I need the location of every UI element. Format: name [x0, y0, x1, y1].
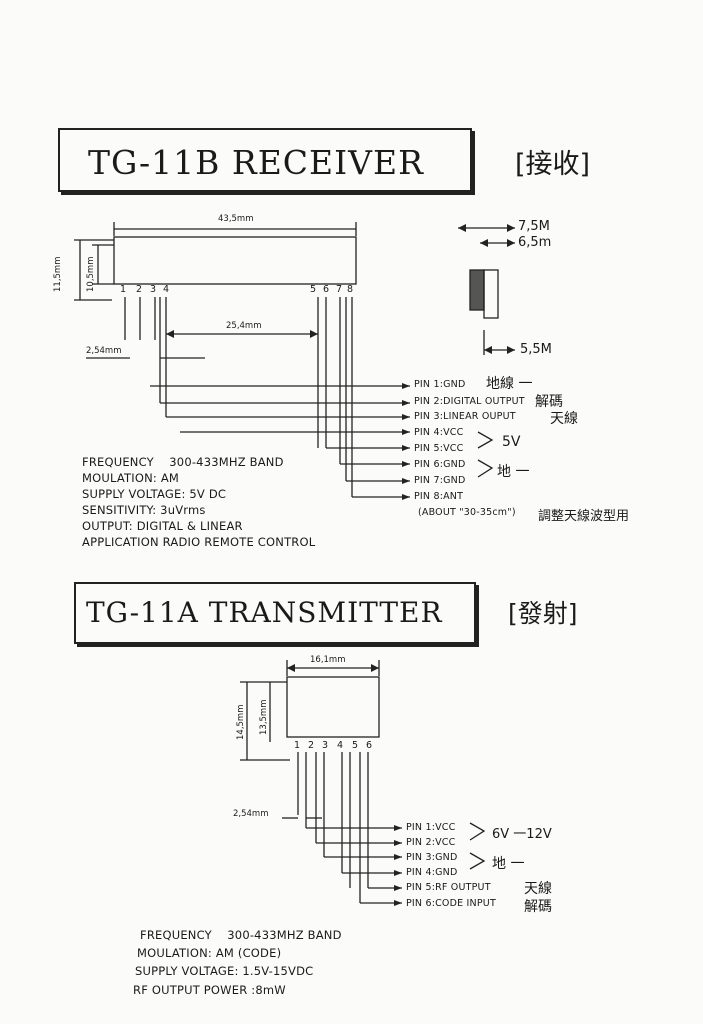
- transmitter-gnd-note: 地 一: [492, 856, 525, 872]
- receiver-pin-3-note: 天線: [550, 411, 578, 427]
- receiver-pin-number-7: 7: [336, 284, 343, 295]
- receiver-pin-number-8: 8: [347, 284, 354, 295]
- transmitter-pin-6-note: 解碼: [524, 899, 552, 915]
- receiver-pin-2-note: 解碼: [535, 394, 563, 410]
- receiver-side-dim-3: 5,5M: [520, 342, 552, 357]
- receiver-dim-pin-gap: 25,4mm: [226, 321, 262, 331]
- transmitter-title-box: [74, 582, 476, 644]
- receiver-pin-3-label: PIN 3:LINEAR OUPUT: [414, 411, 516, 422]
- transmitter-dim-height-outer: 14,5mm: [236, 704, 246, 741]
- receiver-ant-note-cn: 調整天線波型用: [538, 509, 630, 524]
- receiver-module-body: [113, 236, 357, 285]
- receiver-pin-number-2: 2: [136, 284, 143, 295]
- transmitter-pin-number-5: 5: [352, 740, 359, 751]
- receiver-title-box: [58, 128, 472, 192]
- transmitter-title: TG-11A TRANSMITTER: [86, 596, 443, 629]
- receiver-pin-number-3: 3: [150, 284, 157, 295]
- receiver-spec-application: APPLICATION RADIO REMOTE CONTROL: [82, 535, 316, 549]
- receiver-spec-output: OUTPUT: DIGITAL & LINEAR: [82, 519, 243, 533]
- transmitter-pin-number-2: 2: [308, 740, 315, 751]
- transmitter-pin-2-label: PIN 2:VCC: [406, 837, 456, 848]
- receiver-ant-note: (ABOUT "30-35cm"): [418, 507, 516, 518]
- transmitter-vcc-note: 6V 一12V: [492, 827, 552, 842]
- transmitter-module-body: [286, 676, 380, 738]
- receiver-vcc-note: 5V: [502, 434, 521, 450]
- transmitter-pin-4-label: PIN 4:GND: [406, 867, 458, 878]
- transmitter-spec-modulation: MOULATION: AM (CODE): [137, 946, 282, 960]
- receiver-title: TG-11B RECEIVER: [88, 143, 424, 182]
- receiver-pin-5-label: PIN 5:VCC: [414, 443, 464, 454]
- receiver-pin-1-note: 地線 一: [486, 376, 533, 392]
- transmitter-dim-height-inner: 13,5mm: [259, 699, 269, 736]
- transmitter-pin-number-6: 6: [366, 740, 373, 751]
- transmitter-pin-number-4: 4: [337, 740, 344, 751]
- receiver-pin-number-5: 5: [310, 284, 317, 295]
- transmitter-pin-3-label: PIN 3:GND: [406, 852, 458, 863]
- receiver-side-dim-1: 7,5M: [518, 219, 550, 234]
- receiver-dim-width: 43,5mm: [218, 214, 254, 224]
- transmitter-pin-5-note: 天線: [524, 881, 552, 897]
- receiver-pin-number-6: 6: [323, 284, 330, 295]
- receiver-pin-8-label: PIN 8:ANT: [414, 491, 464, 502]
- transmitter-dim-pitch: 2,54mm: [233, 809, 269, 819]
- transmitter-pin-number-3: 3: [322, 740, 329, 751]
- transmitter-spec-power: RF OUTPUT POWER :8mW: [133, 983, 286, 997]
- receiver-pin-7-label: PIN 7:GND: [414, 475, 466, 486]
- receiver-pin-1-label: PIN 1:GND: [414, 379, 466, 390]
- transmitter-title-cn: [發射]: [508, 599, 578, 628]
- receiver-spec-supply: SUPPLY VOLTAGE: 5V DC: [82, 487, 227, 501]
- receiver-pin-2-label: PIN 2:DIGITAL OUTPUT: [414, 396, 525, 407]
- receiver-pin-number-1: 1: [120, 284, 127, 295]
- transmitter-pin-5-label: PIN 5:RF OUTPUT: [406, 882, 491, 893]
- transmitter-pin-6-label: PIN 6:CODE INPUT: [406, 898, 496, 909]
- receiver-dim-pitch: 2,54mm: [86, 346, 122, 356]
- transmitter-dim-width: 16,1mm: [310, 655, 346, 665]
- receiver-pin-number-4: 4: [163, 284, 170, 295]
- receiver-side-dim-2: 6,5m: [518, 235, 552, 250]
- receiver-spec-frequency: FREQUENCY 300-433MHZ BAND: [82, 455, 284, 469]
- receiver-spec-sensitivity: SENSITIVITY: 3uVrms: [82, 503, 206, 517]
- transmitter-spec-supply: SUPPLY VOLTAGE: 1.5V-15VDC: [135, 964, 314, 978]
- receiver-pin-6-label: PIN 6:GND: [414, 459, 466, 470]
- transmitter-spec-frequency: FREQUENCY 300-433MHZ BAND: [140, 928, 342, 942]
- receiver-spec-modulation: MOULATION: AM: [82, 471, 180, 485]
- receiver-title-cn: [接收]: [515, 149, 591, 180]
- receiver-pin-4-label: PIN 4:VCC: [414, 427, 464, 438]
- receiver-gnd-note: 地 一: [497, 464, 530, 480]
- transmitter-pin-number-1: 1: [294, 740, 301, 751]
- transmitter-pin-1-label: PIN 1:VCC: [406, 822, 456, 833]
